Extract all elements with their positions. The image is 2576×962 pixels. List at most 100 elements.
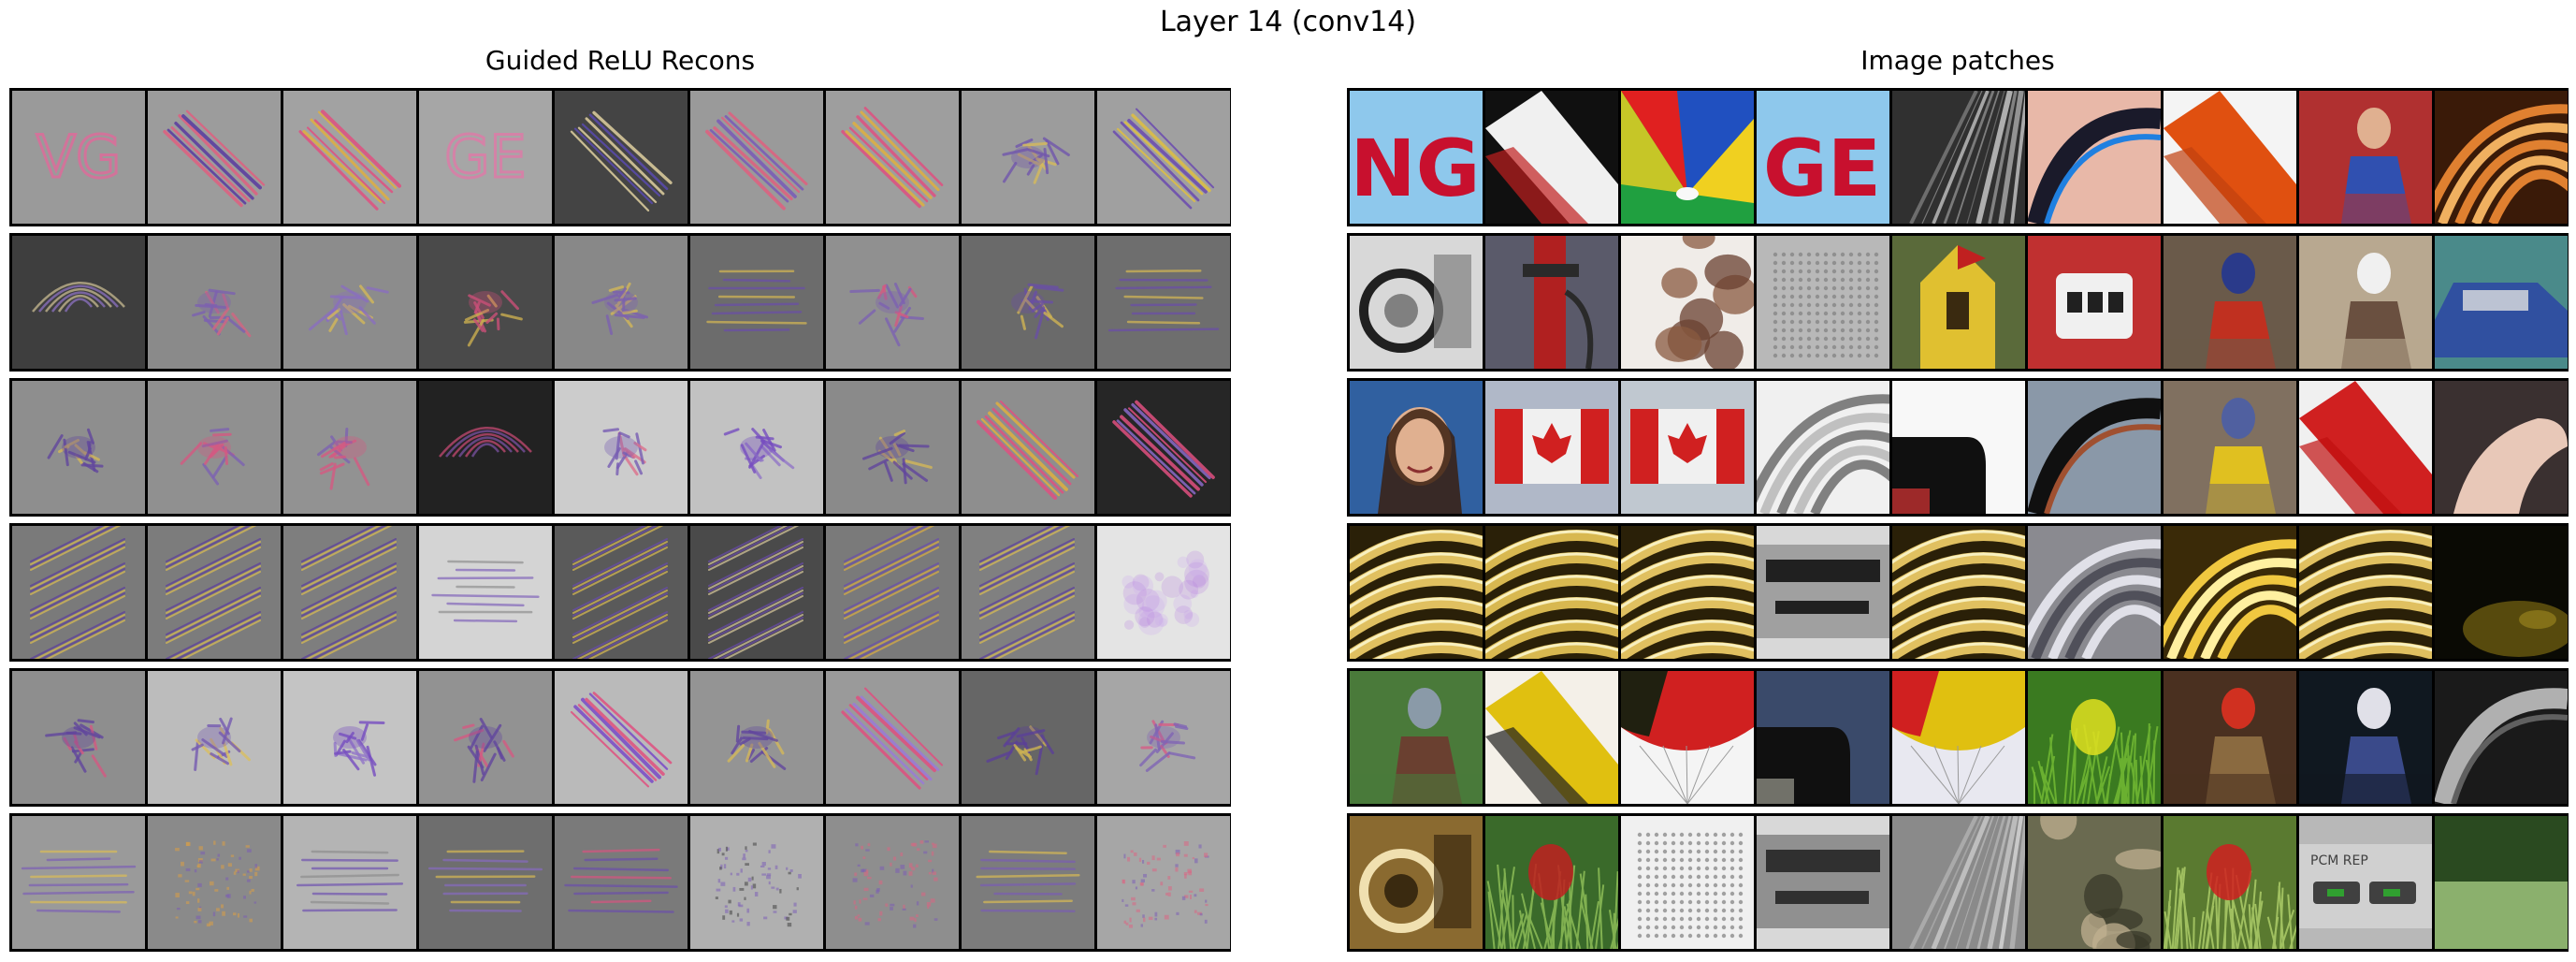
recon-tile <box>1097 816 1230 949</box>
patch-tile-image <box>1757 526 1889 659</box>
recon-tile <box>690 91 823 224</box>
recon-tile <box>826 816 959 949</box>
recons-panel-title: Guided ReLU Recons <box>485 45 756 76</box>
patch-tile-image: GE <box>1757 91 1889 224</box>
svg-text:VG: VG <box>36 123 121 191</box>
recon-tile <box>148 671 281 804</box>
patch-tile-image <box>2435 91 2568 224</box>
recon-tile <box>148 91 281 224</box>
recon-tile <box>826 671 959 804</box>
recon-tile-image <box>148 91 281 224</box>
patch-tile-yellow-chainsaw <box>1485 671 1618 804</box>
recon-tile <box>690 236 823 369</box>
patch-tile-image <box>2028 816 2161 949</box>
patch-tile-dark-brass <box>2435 526 2568 659</box>
patch-tile-man-fish <box>1350 671 1483 804</box>
recon-tile <box>962 671 1094 804</box>
recon-tile <box>555 91 687 224</box>
figure-title: Layer 14 (conv14) <box>1159 6 1417 38</box>
patch-tile-brass-tubes-4 <box>1892 526 2025 659</box>
recon-tile-image: GE <box>419 91 552 224</box>
recon-tile <box>826 91 959 224</box>
recon-tile <box>826 526 959 659</box>
recons-row-1: VG GE <box>9 88 1231 226</box>
recon-tile <box>962 816 1094 949</box>
patch-tile-canada-flag <box>1621 381 1754 514</box>
patch-tile-image <box>1350 381 1483 514</box>
patch-tile-image <box>1350 236 1483 369</box>
patch-tile-image <box>2164 91 2296 224</box>
recon-tile-image <box>555 816 687 949</box>
recon-tile-image <box>283 671 416 804</box>
patch-tile-orange-panels <box>2164 91 2296 224</box>
recon-tile <box>690 816 823 949</box>
patch-tile-image <box>1485 381 1618 514</box>
recon-tile-image <box>283 381 416 514</box>
recon-tile-image <box>962 381 1094 514</box>
patch-tile-parasol-stripes <box>1621 91 1754 224</box>
patch-tile-white-panels <box>1621 816 1754 949</box>
patch-tile-image <box>1621 526 1754 659</box>
patch-tile-image: PCM REP <box>2299 816 2432 949</box>
patch-tile-smiling-woman <box>1350 381 1483 514</box>
patch-tile-image <box>1892 236 2025 369</box>
patch-tile-image <box>2299 381 2432 514</box>
recon-tile-image <box>1097 236 1230 369</box>
recon-tile <box>826 236 959 369</box>
recons-row-4 <box>9 523 1231 662</box>
recon-tile-image <box>555 671 687 804</box>
patch-tile-image <box>2028 526 2161 659</box>
patch-tile-image <box>1892 91 2025 224</box>
patch-tile-image <box>2299 91 2432 224</box>
recon-tile <box>419 816 552 949</box>
recon-tile-image <box>148 381 281 514</box>
recon-tile <box>148 526 281 659</box>
patch-tile-red-tail-bush <box>1485 816 1618 949</box>
recon-tile <box>1097 236 1230 369</box>
patch-tile-uniform-sash <box>1485 91 1618 224</box>
recon-tile <box>1097 381 1230 514</box>
patch-row-1: NG GE <box>1347 88 2569 226</box>
recon-tile-image <box>419 671 552 804</box>
patch-tile-brass-tubes-2 <box>1485 526 1618 659</box>
patch-tile-light-streaks <box>1892 91 2025 224</box>
recons-row-3 <box>9 378 1231 517</box>
patches-panel-title: Image patches <box>1860 45 2055 76</box>
svg-text:GE: GE <box>1763 123 1881 214</box>
recon-tile-image <box>690 671 823 804</box>
recon-tile-image <box>148 526 281 659</box>
recon-tile-image <box>1097 91 1230 224</box>
patch-tile-kite-sky <box>2028 91 2161 224</box>
patch-tile-performer-stage <box>2299 671 2432 804</box>
recon-tile <box>283 91 416 224</box>
recon-tile-image <box>690 381 823 514</box>
patch-row-4 <box>1347 523 2569 662</box>
recon-tile <box>826 381 959 514</box>
recon-tile <box>419 671 552 804</box>
recon-tile <box>283 671 416 804</box>
patch-tile-red-cap-grass <box>2164 816 2296 949</box>
recon-tile <box>283 816 416 949</box>
patch-tile-image <box>2435 236 2568 369</box>
recon-tile-image: VG <box>12 91 145 224</box>
patch-tile-image <box>1485 526 1618 659</box>
patch-tile-image <box>2164 526 2296 659</box>
recon-tile-image <box>12 236 145 369</box>
patch-tile-parachute-stripes <box>1892 671 2025 804</box>
patch-tile-gas-pump-pole <box>1485 236 1618 369</box>
patch-row-3 <box>1347 378 2569 517</box>
recon-tile-image <box>690 816 823 949</box>
patch-tile-green-lake <box>2435 816 2568 949</box>
patch-tile-image <box>1350 671 1483 804</box>
patch-tile-balloon-letters-ng: NG <box>1350 91 1483 224</box>
recon-tile <box>419 236 552 369</box>
recon-tile <box>12 526 145 659</box>
patch-tile-parachute-canopy <box>1621 671 1754 804</box>
patch-tile-aerial-view <box>1892 816 2025 949</box>
patch-tile-image <box>2435 526 2568 659</box>
patch-tile-hand-closeup <box>2435 381 2568 514</box>
recon-tile: VG <box>12 91 145 224</box>
patch-tile-image <box>1350 816 1483 949</box>
patch-tile-image <box>1485 671 1618 804</box>
recon-tile-image <box>1097 381 1230 514</box>
